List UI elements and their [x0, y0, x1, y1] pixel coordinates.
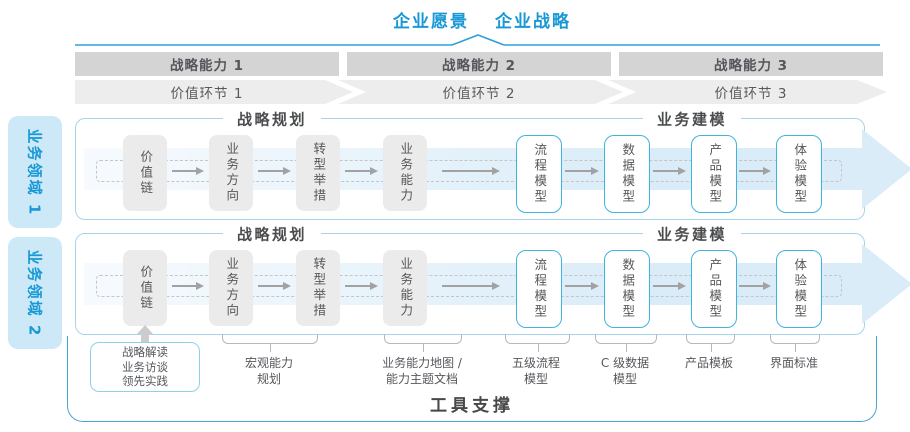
right-arrow-icon	[739, 166, 771, 176]
value-link-2: 价值环节 2	[442, 86, 516, 102]
right-arrow-icon	[653, 281, 686, 291]
box-transformation-initiatives: 转型举措	[296, 250, 340, 326]
bracket-icon	[505, 334, 570, 352]
box-business-direction: 业务方向	[209, 250, 253, 326]
box-value-chain: 价值链	[123, 250, 167, 326]
box-business-capability: 业务能力	[383, 250, 427, 326]
business-domain-panel-1: 战略规划 业务建模 价值链 业务方向 转型举措 业务能力 流程模型 数据模型 产…	[75, 108, 910, 220]
box-value-chain: 价值链	[123, 135, 167, 211]
value-link-3: 价值环节 3	[714, 86, 788, 102]
bracket-icon	[595, 334, 657, 352]
value-link-arrow-shape	[75, 80, 887, 104]
box-business-direction: 业务方向	[209, 135, 253, 211]
business-domain-label-1: 业务领域 1	[8, 116, 62, 228]
label-ui-standard: 界面标准	[769, 356, 818, 370]
section-header-business-modeling: 业务建模	[642, 223, 742, 245]
value-link-1: 价值环节 1	[170, 86, 244, 102]
section-header-strategic-planning: 战略规划	[222, 223, 322, 245]
right-arrow-icon	[345, 281, 378, 291]
right-arrow-icon	[172, 166, 204, 176]
strategic-capability-bands: 战略能力 1 战略能力 2 战略能力 3	[75, 52, 883, 76]
value-link-band: 价值环节 1 价值环节 2 价值环节 3	[75, 80, 887, 104]
right-arrow-icon	[739, 281, 771, 291]
box-experience-model: 体验模型	[776, 135, 822, 213]
diagram-title: 企业愿景 企业战略	[27, 7, 910, 32]
dashed-track	[96, 275, 842, 297]
box-product-model: 产品模型	[691, 135, 737, 213]
right-arrow-icon	[442, 166, 500, 176]
section-header-strategic-planning: 战略规划	[222, 108, 322, 130]
right-arrow-icon	[565, 281, 599, 291]
bracket-icon	[222, 334, 318, 352]
box-data-model: 数据模型	[604, 135, 650, 213]
label-l5-process-model: 五级流程模型	[511, 356, 560, 386]
right-arrow-icon	[258, 166, 291, 176]
box-process-model: 流程模型	[516, 250, 562, 328]
strategic-capability-3: 战略能力 3	[619, 52, 883, 76]
right-arrow-icon	[258, 281, 291, 291]
box-data-model: 数据模型	[604, 250, 650, 328]
vision-title: 企业愿景	[393, 12, 469, 32]
section-header-business-modeling: 业务建模	[642, 108, 742, 130]
right-arrow-icon	[653, 166, 686, 176]
right-arrow-icon	[345, 166, 378, 176]
callout-strategy-interpretation: 战略解读 业务访谈 领先实践	[90, 342, 200, 392]
strategic-capability-1: 战略能力 1	[75, 52, 339, 76]
title-connector-line	[75, 34, 880, 46]
business-domain-panel-2: 战略规划 业务建模 价值链 业务方向 转型举措 业务能力 流程模型 数据模型 产…	[75, 223, 910, 335]
tool-support-container: 工具支撑	[67, 336, 877, 422]
strategic-capability-2: 战略能力 2	[347, 52, 611, 76]
bracket-icon	[686, 334, 735, 352]
label-capability-map: 业务能力地图 /能力主题文档	[382, 356, 462, 386]
strategy-title: 企业战略	[495, 12, 571, 32]
label-macro-capability-planning: 宏观能力规划	[244, 356, 293, 386]
dashed-track	[96, 160, 842, 182]
box-process-model: 流程模型	[516, 135, 562, 213]
bracket-icon	[770, 334, 820, 352]
tool-support-label: 工具支撑	[430, 396, 514, 416]
label-c-level-data-model: C 级数据模型	[600, 356, 650, 386]
label-product-template: 产品模板	[684, 356, 733, 370]
right-arrow-icon	[442, 281, 500, 291]
right-arrow-icon	[172, 281, 204, 291]
box-experience-model: 体验模型	[776, 250, 822, 328]
bracket-icon	[384, 334, 462, 352]
box-product-model: 产品模型	[691, 250, 737, 328]
business-domain-label-2: 业务领域 2	[8, 237, 62, 349]
right-arrow-icon	[565, 166, 599, 176]
up-arrow-icon	[137, 325, 153, 342]
box-business-capability: 业务能力	[383, 135, 427, 211]
box-transformation-initiatives: 转型举措	[296, 135, 340, 211]
